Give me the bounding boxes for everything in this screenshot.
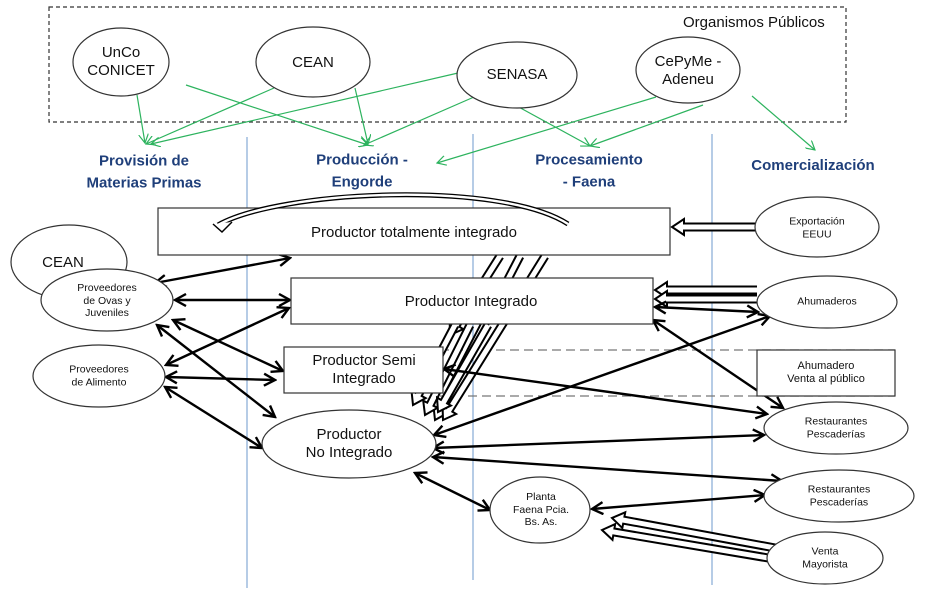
label-unco: UnCo CONICET (87, 44, 155, 79)
flow-arrow-integrado-ahumaderos (655, 307, 758, 312)
stage-provision: Provisión de Materias Primas (86, 152, 202, 191)
flow-arrow-no-integrado-planta (415, 473, 490, 510)
stage-comercializacion: Comercialización (751, 157, 875, 175)
stage-produccion: Producción - Engorde (316, 151, 408, 190)
label-cepyme: CePyMe - Adeneu (654, 53, 722, 88)
node-restaurantes-2[interactable] (763, 469, 915, 523)
node-integrado[interactable] (290, 277, 654, 325)
hollow-arrow-mayorista-planta-1 (610, 510, 787, 555)
influence-arrows (136, 72, 815, 163)
node-cepyme[interactable] (635, 36, 741, 104)
label-restaurantes-2: Restaurantes Pescaderías (807, 483, 871, 508)
label-cean-left: CEAN (42, 254, 84, 271)
label-ahumadero-venta: Ahumadero Venta al público (787, 359, 865, 385)
hollow-arrow-mayorista-planta-2 (600, 522, 787, 566)
flow-arrow-planta-restaurantes2 (592, 495, 765, 509)
node-unco[interactable] (72, 27, 170, 97)
influence-arrow-cepyme-to-comercializacion (751, 95, 815, 150)
influence-arrow-senasa-to-provision (151, 72, 459, 144)
self-loop-arrow (212, 192, 570, 234)
influence-arrow-cepyme-to-procesamiento (590, 104, 704, 146)
node-alimento[interactable] (32, 344, 166, 408)
label-venta-mayorista: Venta Mayorista (802, 545, 848, 570)
influence-arrow-cean-to-provision (146, 87, 275, 144)
label-integrado: Productor Integrado (404, 293, 538, 310)
label-ahumaderos: Ahumaderos (797, 295, 857, 308)
flow-arrow-alimento-semi (166, 377, 275, 380)
flow-arrow-no-integrado-ahumaderos (434, 316, 770, 435)
flow-arrow-semi-restaurantes1 (444, 369, 767, 414)
organismos-title: Organismos Públicos (683, 14, 825, 31)
nodes (10, 26, 915, 585)
label-total: Productor totalmente integrado (311, 224, 517, 241)
node-semi[interactable] (283, 346, 444, 394)
label-semi: Productor Semi Integrado (312, 352, 416, 387)
influence-arrow-cepyme-to-produccion (437, 96, 657, 163)
flow-arrow-no-integrado-restaurantes1 (433, 435, 764, 448)
node-cean-top[interactable] (255, 26, 371, 98)
influence-arrow-senasa-to-procesamiento (514, 104, 590, 146)
label-exportacion: Exportación EEUU (789, 215, 845, 240)
flow-arrow-ovas-total (155, 258, 290, 283)
node-restaurantes-1[interactable] (763, 401, 909, 455)
label-planta: Planta Faena Pcia. Bs. As. (512, 491, 570, 529)
influence-arrow-senasa-to-produccion (364, 96, 475, 145)
node-exportacion[interactable] (754, 196, 880, 258)
label-ovas: Proveedores de Ovas y Juveniles (77, 282, 137, 320)
influence-arrow-cean-to-produccion (354, 87, 368, 144)
node-ahumaderos[interactable] (756, 275, 898, 329)
flow-arrow-alimento-no-integrado (165, 387, 262, 448)
influence-arrow-unco-to-provision (136, 94, 145, 143)
organismos-box (48, 6, 847, 123)
node-planta[interactable] (489, 476, 591, 544)
node-ovas[interactable] (40, 268, 174, 332)
node-senasa[interactable] (456, 41, 578, 109)
node-ahumadero-venta[interactable] (756, 349, 896, 397)
node-venta-mayorista[interactable] (766, 531, 884, 585)
label-alimento: Proveedores de Alimento (69, 363, 129, 388)
node-no-integrado[interactable] (261, 409, 437, 479)
flow-arrow-no-integrado-restaurantes2 (433, 457, 782, 481)
stage-procesamiento: Procesamiento - Faena (535, 151, 643, 190)
label-cean-top: CEAN (292, 54, 334, 71)
flow-arrow-alimento-integrado (166, 308, 289, 365)
flow-arrow-ovas-semi (173, 320, 283, 371)
label-no-integrado: Productor No Integrado (305, 426, 393, 461)
label-senasa: SENASA (486, 66, 548, 83)
hollow-arrow-exportacion-total (670, 217, 757, 237)
label-restaurantes-1: Restaurantes Pescaderías (804, 415, 868, 440)
flow-arrows (155, 258, 783, 510)
